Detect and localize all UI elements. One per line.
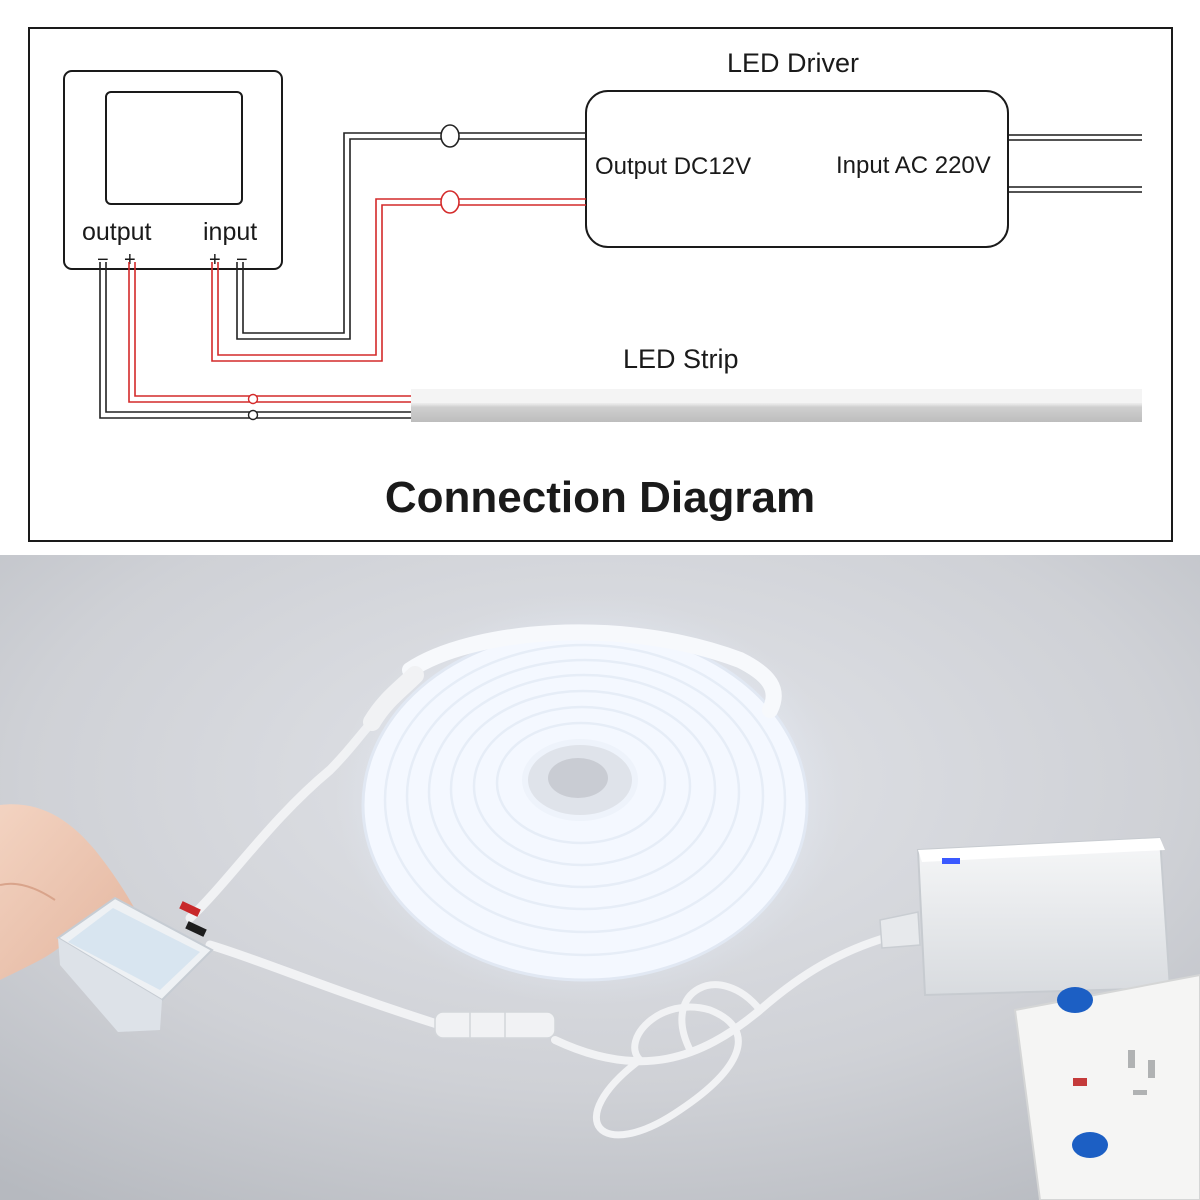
neon-led-strip-coil-icon	[335, 595, 845, 1005]
socket-button-bottom	[1072, 1132, 1108, 1158]
diagram-title: Connection Diagram	[385, 473, 815, 522]
strip-highlight	[411, 389, 1142, 403]
touch-switch-box: output input − + + −	[63, 70, 283, 271]
strip-label: LED Strip	[623, 344, 739, 374]
input-plus-terminal: +	[209, 249, 221, 271]
indicator-light	[942, 858, 960, 864]
power-adapter-icon	[879, 836, 1172, 997]
driver-input-label: Input AC 220V	[836, 152, 991, 179]
socket-indicator	[1073, 1078, 1087, 1086]
led-driver: LED Driver Output DC12V Input AC 220V	[585, 48, 1142, 248]
output-plus-terminal: +	[124, 249, 136, 271]
red-wire-connector	[440, 190, 460, 214]
output-minus-terminal: −	[97, 249, 109, 271]
black-wire-connector	[440, 124, 460, 148]
socket-button-top	[1057, 987, 1093, 1013]
wall-socket-icon	[1013, 973, 1200, 1200]
product-photo	[0, 555, 1200, 1200]
connection-diagram: output input − + + − LED Driver Output D…	[28, 27, 1173, 542]
switch-input-label: input	[203, 218, 257, 246]
input-minus-terminal: −	[236, 249, 248, 271]
led-strip: LED Strip	[411, 344, 1142, 422]
driver-heading: LED Driver	[727, 48, 859, 78]
driver-output-label: Output DC12V	[595, 153, 751, 180]
dc-connector-icon	[434, 1011, 556, 1039]
switch-to-strip-wires	[99, 262, 411, 419]
touch-dimmer-icon	[56, 896, 214, 1032]
strip-black-connector	[247, 409, 259, 421]
switch-output-label: output	[82, 218, 152, 246]
driver-outline	[585, 90, 1009, 248]
strip-red-connector	[247, 393, 259, 405]
switch-touch-pad	[105, 91, 243, 205]
